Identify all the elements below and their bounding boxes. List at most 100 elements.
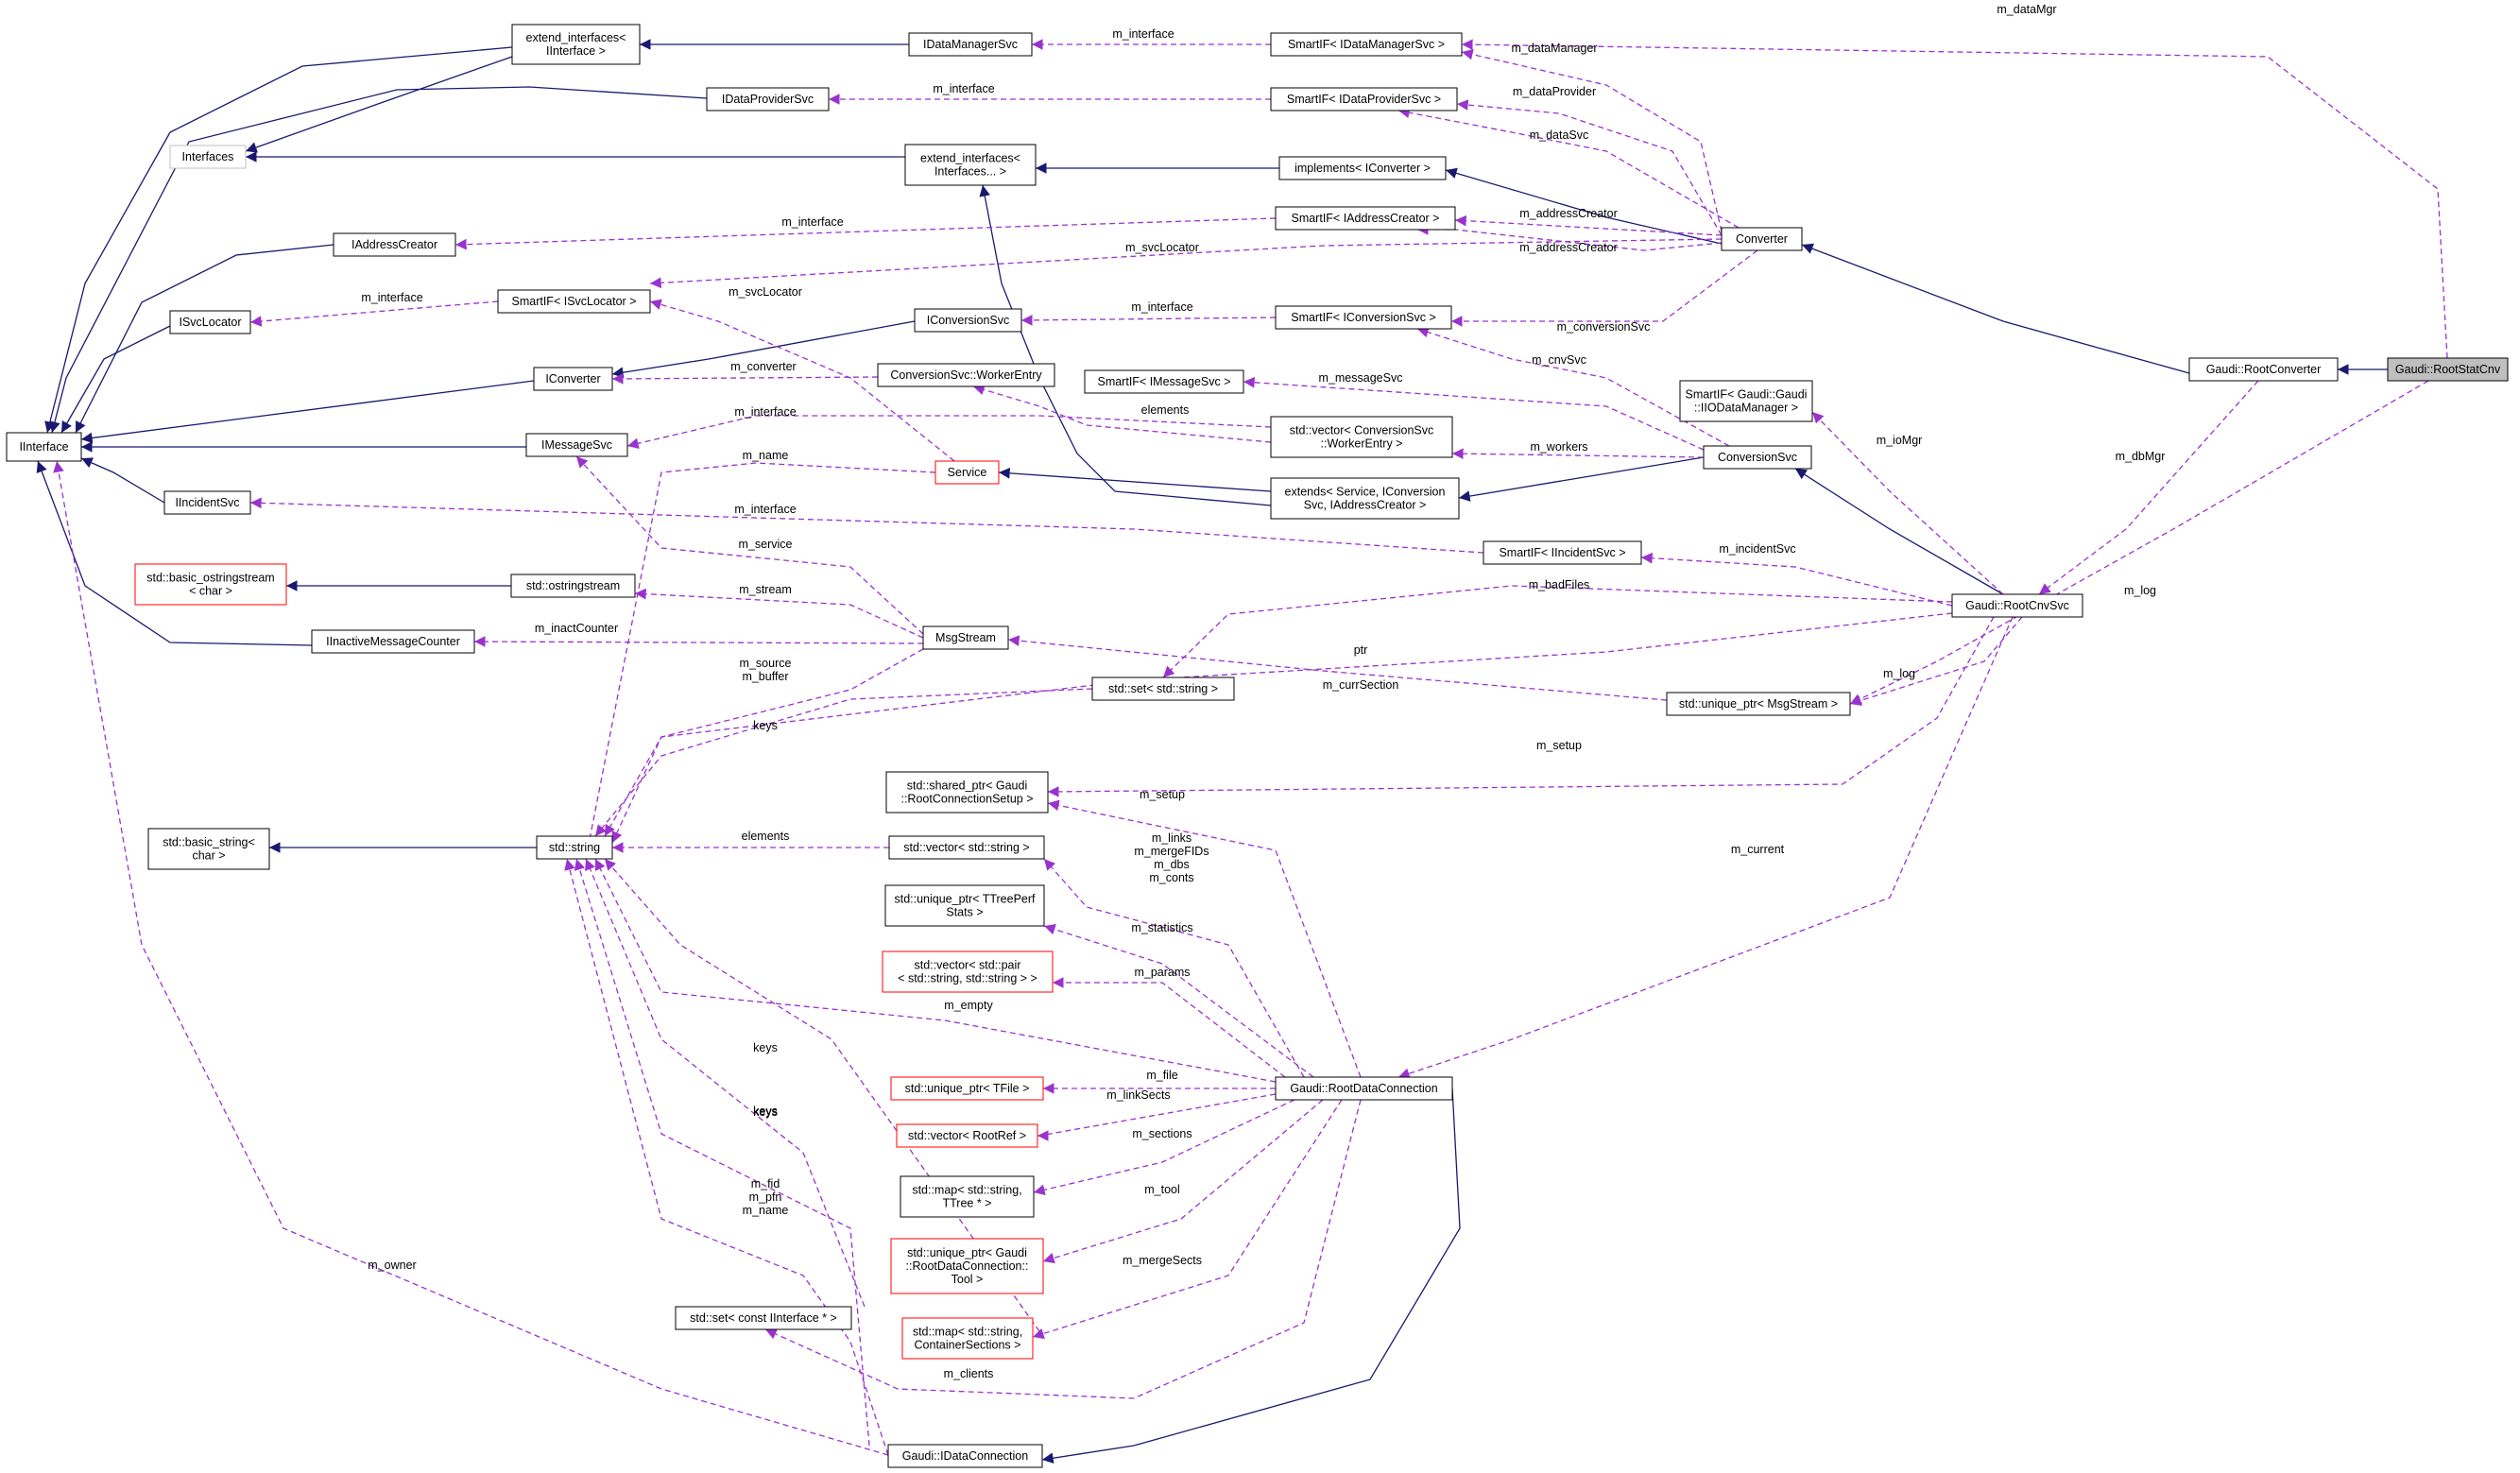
class-node-smartif-iincidentsvc[interactable]: SmartIF< IIncidentSvc > [1483,540,1642,565]
class-node-vector-rootref[interactable]: std::vector< RootRef > [896,1123,1038,1148]
class-node-rootstatcnv[interactable]: Gaudi::RootStatCnv [2387,357,2509,382]
edge-label-m-datamanager: m_dataManager [1511,42,1597,55]
edge-label-keys-1: keys [753,719,778,732]
class-node-unique-ptr-tool[interactable]: std::unique_ptr< Gaudi::RootDataConnecti… [890,1238,1044,1294]
usage-edge [1162,585,1953,678]
class-node-iinactivemessagecounter[interactable]: IInactiveMessageCounter [311,629,475,654]
edge-label-m-owner: m_owner [368,1259,416,1272]
class-node-smartif-imessagesvc[interactable]: SmartIF< IMessageSvc > [1084,369,1244,394]
node-label: Stats > [946,906,983,919]
usage-edge [611,373,879,385]
class-node-rootdataconnection[interactable]: Gaudi::RootDataConnection [1275,1076,1453,1101]
inheritance-edge [1458,456,1705,502]
class-node-string[interactable]: std::string [536,835,613,860]
class-node-imessagesvc[interactable]: IMessageSvc [525,433,628,457]
node-box [1666,692,1851,716]
node-label: std::ostringstream [526,579,620,592]
node-box [1679,380,1813,422]
edge-label-m-params: m_params [1134,966,1190,979]
class-node-smartif-isvclocator[interactable]: SmartIF< ISvcLocator > [497,289,651,314]
class-node-rootcnvsvc[interactable]: Gaudi::RootCnvSvc [1951,593,2083,618]
usage-edge [1042,1099,1324,1264]
class-node-basic-string[interactable]: std::basic_string<char > [147,828,270,870]
node-label: Gaudi::RootConverter [2206,363,2322,376]
class-node-vector-string[interactable]: std::vector< std::string > [888,835,1045,860]
class-node-extends-service[interactable]: extends< Service, IConversionSvc, IAddre… [1270,477,1460,520]
node-box [333,232,456,257]
node-box [706,87,830,111]
class-node-map-ttree[interactable]: std::map< std::string,TTree * > [900,1175,1035,1218]
node-label: std::map< std::string, [913,1326,1022,1339]
class-node-iconversionsvc[interactable]: IConversionSvc [914,308,1022,333]
inheritance-edge [1794,468,2004,595]
node-label: std::basic_ostringstream [146,572,274,585]
class-node-implements-iconverter[interactable]: implements< IConverter > [1278,156,1447,180]
class-node-iaddresscreator[interactable]: IAddressCreator [333,232,456,257]
class-node-iincidentsvc[interactable]: IIncidentSvc [163,490,251,515]
usage-edge [582,462,936,860]
inheritance-edge [60,325,171,434]
class-node-basic-ostringstream[interactable]: std::basic_ostringstream< char > [134,563,287,606]
class-node-workerentry[interactable]: ConversionSvc::WorkerEntry [877,363,1055,387]
class-node-iinterface[interactable]: IInterface [6,432,82,462]
class-node-unique-ptr-tfile[interactable]: std::unique_ptr< TFile > [890,1076,1044,1101]
edge-label-m-incidentsvc: m_incidentSvc [1719,542,1795,556]
class-node-iconverter[interactable]: IConverter [533,367,613,391]
usage-edge [1007,635,1668,701]
inheritance-edge [36,460,313,646]
class-node-map-containersections[interactable]: std::map< std::string,ContainerSections … [901,1317,1034,1360]
class-node-smartif-iaddresscreator[interactable]: SmartIF< IAddressCreator > [1275,206,1456,231]
class-node-conversionsvc[interactable]: ConversionSvc [1703,445,1812,470]
usage-edge [604,858,1040,1332]
node-label: std::vector< ConversionSvc [1290,424,1434,437]
class-node-extend-interfaces[interactable]: extend_interfaces<Interfaces... > [904,144,1037,186]
class-node-vector-pair[interactable]: std::vector< std::pair< std::string, std… [882,951,1054,993]
class-node-isvclocator[interactable]: ISvcLocator [169,310,251,334]
class-node-smartif-iiodatamanager[interactable]: SmartIF< Gaudi::Gaudi::IIODataManager > [1679,380,1813,422]
edge-label-m-setup-2: m_setup [1140,788,1185,801]
class-node-shared-ptr-setup[interactable]: std::shared_ptr< Gaudi::RootConnectionSe… [885,771,1049,814]
class-node-interfaces[interactable]: Interfaces [169,145,247,169]
class-node-ostringstream[interactable]: std::ostringstream [510,574,636,598]
node-box [1084,369,1244,394]
edge-label-elements-1: elements [1141,403,1190,417]
class-node-extend-iinterface[interactable]: extend_interfaces<IInterface > [511,24,641,65]
usage-edge [634,588,924,639]
node-box [147,828,270,870]
node-label: IMessageSvc [541,438,612,452]
class-node-msgstream[interactable]: MsgStream [922,625,1009,650]
class-node-unique-ptr-msgstream[interactable]: std::unique_ptr< MsgStream > [1666,692,1851,716]
edge-label-m-stream: m_stream [739,583,792,596]
node-box [877,363,1055,387]
node-label: SmartIF< IConversionSvc > [1291,311,1436,324]
class-node-idatamanagersvc[interactable]: IDataManagerSvc [908,32,1033,57]
edge-label-m-currsection: m_currSection [1323,678,1399,692]
node-box [1483,540,1642,565]
edge-label-m-svclocator-1: m_svcLocator [1125,241,1199,254]
inheritance-edge [998,467,1272,492]
class-node-vector-workerentry[interactable]: std::vector< ConversionSvc::WorkerEntry … [1270,416,1453,458]
class-node-set-iinterface[interactable]: std::set< const IInterface * > [675,1306,852,1330]
node-label: Tool > [951,1273,984,1286]
usage-edge [575,455,924,635]
class-node-set-string[interactable]: std::set< std::string > [1091,677,1235,701]
edge-label-ptr: ptr [1354,643,1368,657]
class-node-smartif-idatamanagersvc[interactable]: SmartIF< IDataManagerSvc > [1270,32,1463,57]
class-node-smartif-idataprovidersvc[interactable]: SmartIF< IDataProviderSvc > [1270,87,1458,111]
class-node-converter[interactable]: Converter [1721,227,1803,251]
usage-edge [1047,799,1362,1078]
node-box [1703,445,1812,470]
node-box [525,433,628,457]
class-node-smartif-iconversionsvc[interactable]: SmartIF< IConversionSvc > [1275,305,1452,330]
usage-edge [1811,411,2004,595]
class-node-idataconnection[interactable]: Gaudi::IDataConnection [887,1444,1043,1468]
class-node-rootconverter[interactable]: Gaudi::RootConverter [2188,357,2339,382]
node-label: < char > [189,585,232,598]
class-node-idataprovidersvc[interactable]: IDataProviderSvc [706,87,830,111]
class-node-service[interactable]: Service [934,460,1000,485]
node-label: ConversionSvc [1718,451,1797,464]
